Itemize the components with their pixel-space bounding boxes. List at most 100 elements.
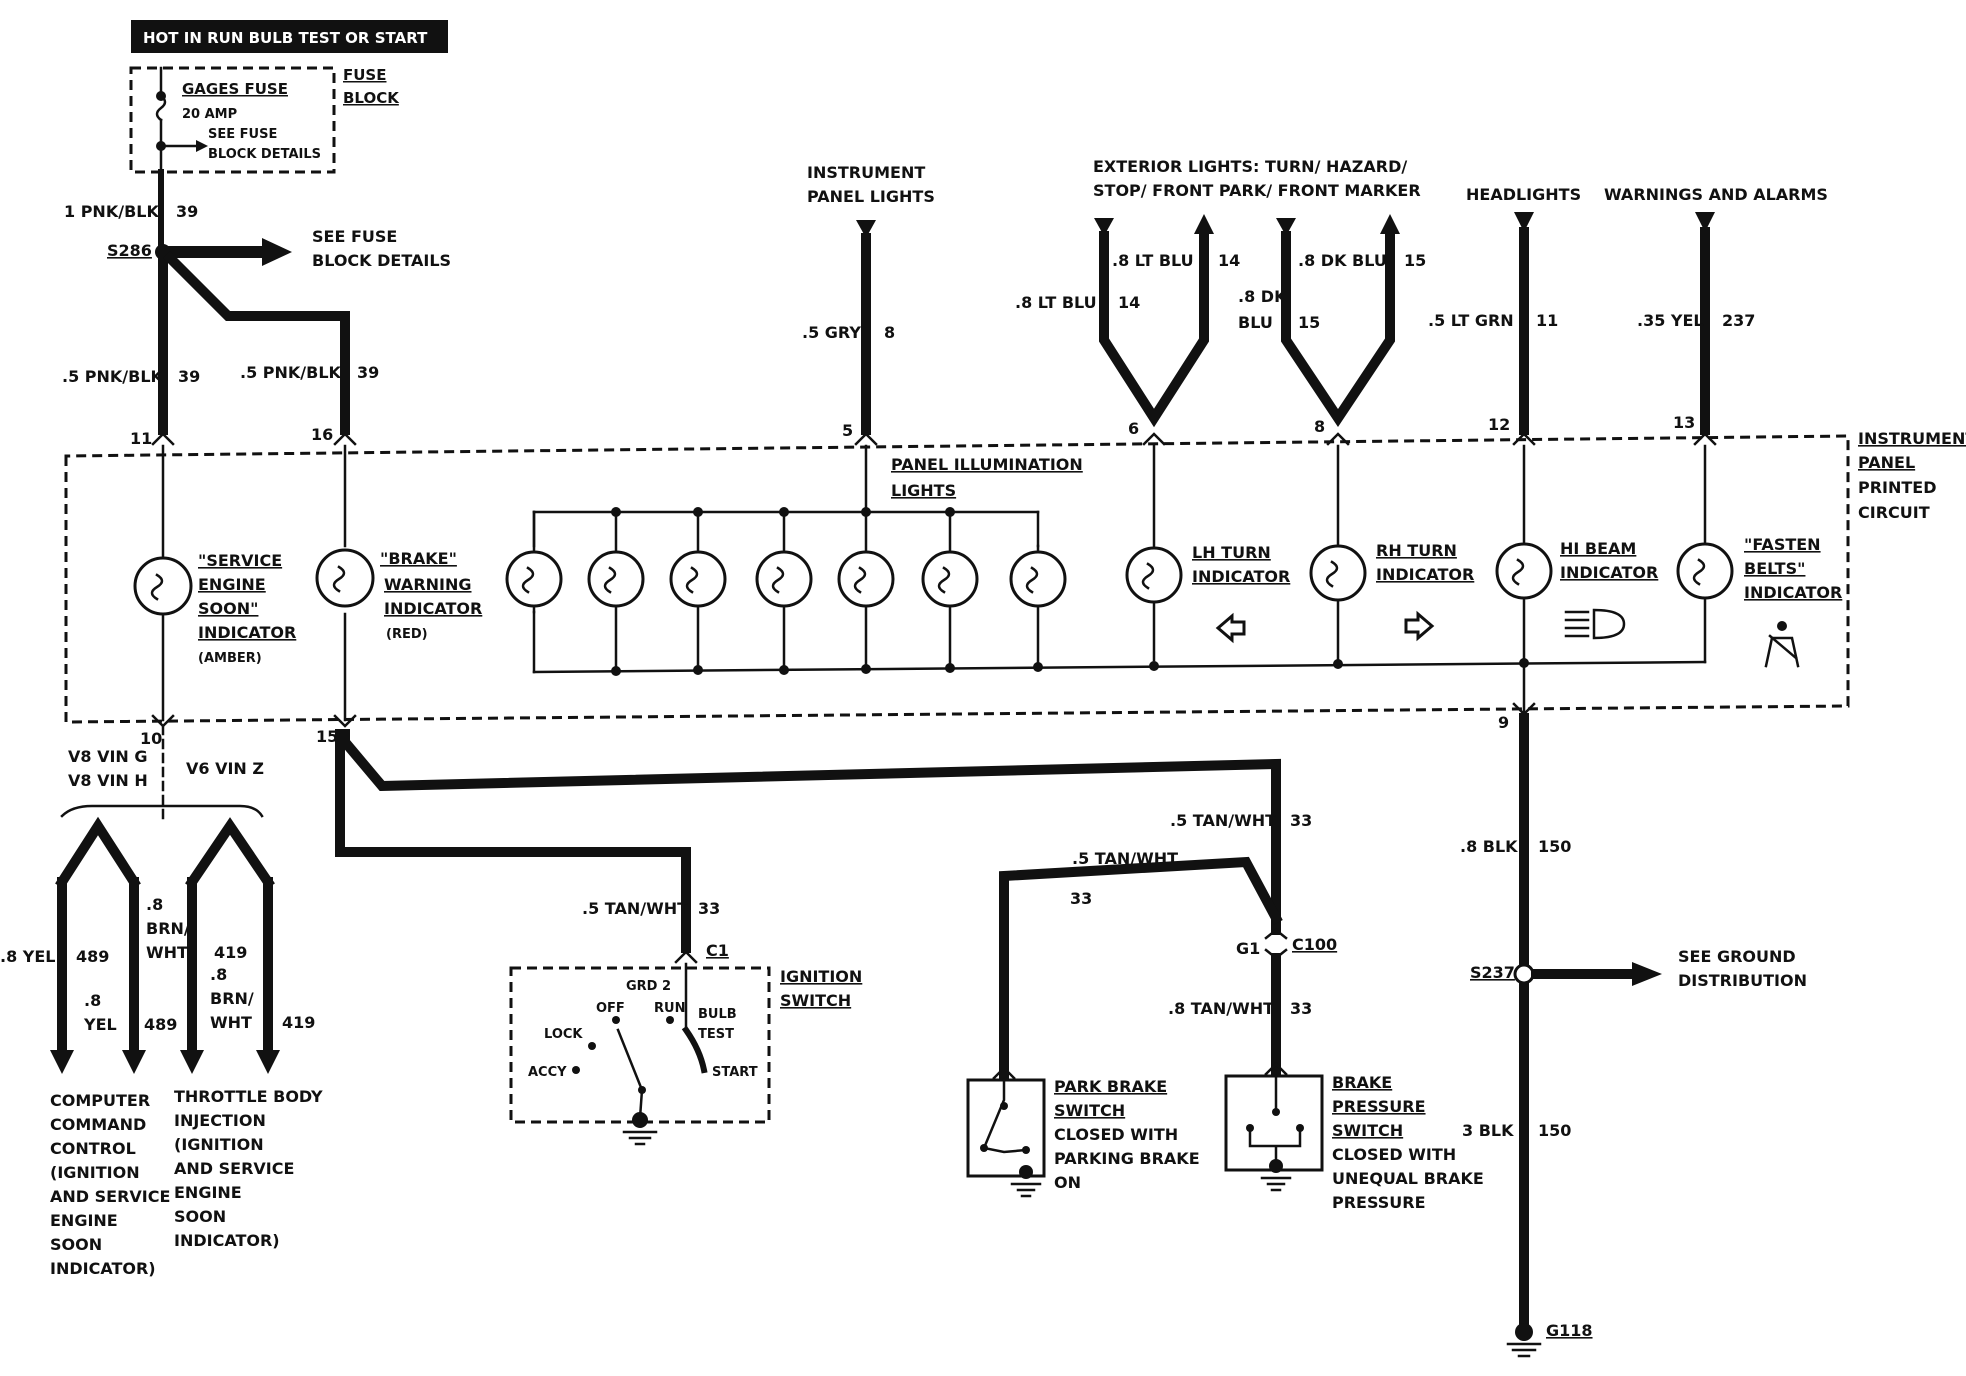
wire-label: .5 GRY <box>802 323 861 342</box>
brake-label-4: (RED) <box>386 627 428 642</box>
pressure-desc-1: CLOSED WITH <box>1332 1145 1456 1164</box>
wire-number: 489 <box>144 1015 177 1034</box>
ign-accy: ACCY <box>528 1065 567 1080</box>
ign-run: RUN <box>654 1001 685 1016</box>
ignition-title-2: SWITCH <box>780 991 851 1010</box>
wire-label: BRN/ <box>146 919 190 938</box>
svg-text:AND SERVICE: AND SERVICE <box>174 1159 294 1178</box>
header-banner-text: HOT IN RUN BULB TEST OR START <box>143 29 428 47</box>
wire-label: 1 PNK/BLK <box>64 202 159 221</box>
svg-text:(IGNITION: (IGNITION <box>50 1163 140 1182</box>
wire-number: 33 <box>1290 999 1312 1018</box>
wire-label: .5 LT GRN <box>1428 311 1514 330</box>
wire-number: 8 <box>884 323 895 342</box>
pressure-title-1: BRAKE <box>1332 1073 1392 1092</box>
ses-label-3: SOON" <box>198 599 258 618</box>
wire-number: 33 <box>698 899 720 918</box>
ign-lock: LOCK <box>544 1027 583 1042</box>
see-fuse-2: BLOCK DETAILS <box>312 251 451 270</box>
seat-belt-icon <box>1764 621 1800 668</box>
svg-text:COMMAND: COMMAND <box>50 1115 146 1134</box>
pin-6: 6 <box>1128 419 1139 438</box>
splice-s237-label: S237 <box>1470 963 1515 982</box>
fasten-label-3: INDICATOR <box>1744 583 1842 602</box>
pin-5: 5 <box>842 421 853 440</box>
g118-ground-icon <box>1506 1323 1542 1358</box>
svg-text:INDICATOR): INDICATOR) <box>174 1231 280 1250</box>
wire-label: .8 LT BLU <box>1015 293 1097 312</box>
fuse-rating: 20 AMP <box>182 107 237 122</box>
park-brake-switch <box>966 1078 1046 1178</box>
wire-label: .5 TAN/WHT <box>582 899 688 918</box>
fuse-block-outline <box>129 66 336 174</box>
illum-label-2: LIGHTS <box>891 481 956 500</box>
wire-label: .8 <box>146 895 163 914</box>
wire-number: 419 <box>282 1013 315 1032</box>
park-brake-desc-1: CLOSED WITH <box>1054 1125 1178 1144</box>
wire-label: .8 DK BLU <box>1298 251 1387 270</box>
connector-pins-top <box>151 432 1717 446</box>
wire-label: WHT <box>210 1013 252 1032</box>
brake-pressure-ground-icon <box>1260 1159 1292 1192</box>
park-brake-desc-3: ON <box>1054 1173 1081 1192</box>
rh-turn-label-1: RH TURN <box>1376 541 1457 560</box>
wire-number: 39 <box>176 202 198 221</box>
wire-number: 150 <box>1538 837 1571 856</box>
fuse-block-label-2: BLOCK <box>343 89 400 107</box>
wire-number: 11 <box>1536 311 1558 330</box>
park-brake-desc-2: PARKING BRAKE <box>1054 1149 1200 1168</box>
high-beam-icon <box>1564 608 1626 640</box>
ignition-title-1: IGNITION <box>780 967 862 986</box>
fuse-name: GAGES FUSE <box>182 80 288 98</box>
pressure-desc-3: PRESSURE <box>1332 1193 1426 1212</box>
ign-start: START <box>712 1065 758 1080</box>
svg-text:THROTTLE BODY: THROTTLE BODY <box>174 1087 323 1106</box>
see-fuse-1: SEE FUSE <box>312 227 397 246</box>
wire-label: BLU <box>1238 313 1273 332</box>
warnings-label: WARNINGS AND ALARMS <box>1604 185 1828 204</box>
wire-label: .8 <box>210 965 227 984</box>
svg-text:ENGINE: ENGINE <box>50 1211 118 1230</box>
illumination-bus-dots <box>611 507 1529 676</box>
park-brake-title-2: SWITCH <box>1054 1101 1125 1120</box>
panel-label-3: PRINTED <box>1858 478 1937 497</box>
svg-text:SOON: SOON <box>174 1207 226 1226</box>
wire-number: 14 <box>1218 251 1240 270</box>
wire-number: 39 <box>178 367 200 386</box>
panel-label-4: CIRCUIT <box>1858 503 1930 522</box>
wire-label: .8 BLK <box>1460 837 1518 856</box>
ses-label-1: "SERVICE <box>198 551 282 570</box>
park-brake-ground-icon <box>1010 1165 1042 1198</box>
pressure-title-3: SWITCH <box>1332 1121 1403 1140</box>
pin-10: 10 <box>140 729 162 748</box>
brake-label-2: WARNING <box>384 575 472 594</box>
computer-command-control-label: COMPUTER COMMAND CONTROL (IGNITION AND S… <box>50 1091 170 1278</box>
ip-lights-label-2: PANEL LIGHTS <box>807 187 935 206</box>
throttle-body-injection-label: THROTTLE BODY INJECTION (IGNITION AND SE… <box>174 1087 323 1250</box>
fasten-label-1: "FASTEN <box>1744 535 1821 554</box>
brake-warning-bulb <box>315 548 375 608</box>
brake-pressure-switch <box>1224 1074 1324 1172</box>
wire-label: .8 TAN/WHT <box>1168 999 1274 1018</box>
ground-g118-label: G118 <box>1546 1321 1593 1340</box>
ignition-switch-outline <box>509 966 771 1124</box>
pin-12: 12 <box>1488 415 1510 434</box>
ext-lights-label-1: EXTERIOR LIGHTS: TURN/ HAZARD/ <box>1093 157 1407 176</box>
wire-label: .5 PNK/BLK <box>240 363 342 382</box>
fuse-block-label-1: FUSE <box>343 66 386 84</box>
brake-label-3: INDICATOR <box>384 599 482 618</box>
illumination-bulbs <box>505 510 1067 674</box>
wire-number: 33 <box>1290 811 1312 830</box>
wire-label: .5 TAN/WHT <box>1170 811 1276 830</box>
wire-number: 419 <box>214 943 247 962</box>
ses-label-2: ENGINE <box>198 575 266 594</box>
header-banner <box>131 20 448 53</box>
ign-test: TEST <box>698 1027 734 1042</box>
pressure-g1: G1 <box>1236 939 1260 958</box>
svg-text:SOON: SOON <box>50 1235 102 1254</box>
pin-13: 13 <box>1673 413 1695 432</box>
svg-text:AND SERVICE: AND SERVICE <box>50 1187 170 1206</box>
svg-text:CONTROL: CONTROL <box>50 1139 136 1158</box>
wire-label: YEL <box>83 1015 117 1034</box>
service-engine-soon-bulb <box>133 556 193 616</box>
